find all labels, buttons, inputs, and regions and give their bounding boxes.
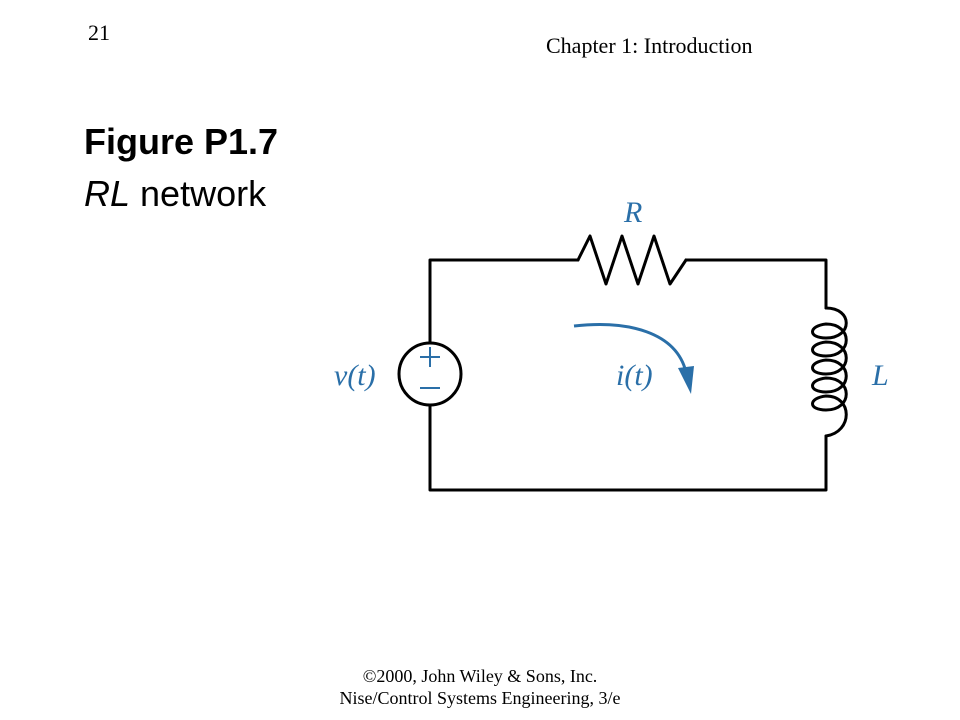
wire-top-right: [684, 258, 828, 310]
chapter-title: Chapter 1: Introduction: [546, 33, 753, 58]
wire-bottom: [428, 403, 828, 492]
inductor-symbol: [811, 306, 848, 438]
current-arrowhead: [678, 366, 694, 394]
current-arrow-curve: [573, 323, 688, 373]
figure-title: Figure P1.7: [84, 121, 279, 162]
resistor-symbol: [576, 234, 688, 286]
circuit-wires: [397, 234, 848, 492]
current-arrow: [573, 323, 694, 394]
voltage-source-symbol: [397, 341, 463, 407]
source-polarity: [420, 347, 440, 389]
figure-subtitle: RL network: [84, 172, 266, 216]
inductor-label: L: [871, 359, 889, 392]
current-label: i(t): [616, 359, 653, 392]
page-number: 21: [88, 20, 110, 45]
source-label: v(t): [334, 359, 376, 392]
figure-subtitle-italic: RL: [84, 173, 131, 214]
wire-top-left: [428, 258, 580, 345]
resistor-label: R: [623, 196, 642, 229]
footer-copyright: ©2000, John Wiley & Sons, Inc.: [362, 666, 598, 686]
footer-book-title: Nise/Control Systems Engineering, 3/e: [339, 688, 621, 708]
figure-subtitle-rest: network: [130, 173, 267, 214]
